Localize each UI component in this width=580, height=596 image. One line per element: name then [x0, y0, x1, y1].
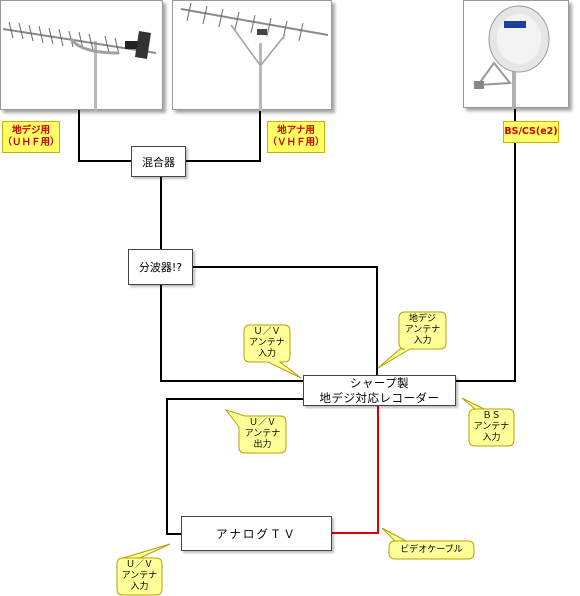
callout-uv-in-line2: アンテナ [249, 338, 285, 348]
callout-bs-in-line3: 入力 [482, 433, 501, 443]
callout-bs-in-line2: アンテナ [473, 422, 510, 432]
callout-tv-in-line3: 入力 [130, 582, 149, 592]
callout-uv-in: Ｕ／Ｖ アンテナ 入力 [244, 325, 290, 362]
wire-splitter-to-recorder-dtv [193, 266, 378, 375]
wire-uhf-to-mixer [78, 110, 131, 162]
callout-bs-in: ＢＳ アンテナ 入力 [469, 409, 514, 446]
splitter-label: 分波器!? [138, 261, 183, 274]
vhf-antenna-image [172, 0, 332, 111]
vhf-antenna-icon [180, 2, 329, 111]
callout-dtv-in: 地デジ アンテナ 入力 [399, 312, 446, 349]
callout-video-cable: ビデオケーブル [389, 541, 474, 559]
mixer-label: 混合器 [142, 155, 175, 169]
callout-uv-in-line3: 入力 [257, 349, 276, 359]
uhf-antenna-image [0, 0, 163, 111]
wire-vhf-to-mixer [186, 110, 261, 162]
callout-dtv-in-line3: 入力 [413, 336, 432, 346]
callout-uv-out-line1: Ｕ／Ｖ [248, 418, 276, 428]
callout-tv-in: Ｕ／Ｖ アンテナ 入力 [117, 558, 162, 595]
callout-uv-out-line3: 出力 [253, 440, 272, 450]
callout-tv-in-line1: Ｕ／Ｖ [125, 560, 153, 570]
bs-label: BS/CS(e2) [503, 121, 559, 143]
recorder-label-line1: シャープ製 [349, 375, 410, 390]
splitter-box: 分波器!? [128, 249, 193, 285]
uhf-label-line2: （ＵＨＦ用） [2, 137, 60, 148]
callout-uv-out: Ｕ／Ｖ アンテナ 出力 [239, 416, 286, 453]
callout-bs-in-line1: ＢＳ [482, 411, 501, 421]
tv-label: アナログＴＶ [216, 526, 297, 541]
wire-splitter-to-recorder-uv [160, 285, 303, 382]
wire-recorder-to-tv [166, 398, 303, 535]
callout-dtv-in-line2: アンテナ [404, 325, 441, 335]
callout-uv-in-line1: Ｕ／Ｖ [253, 327, 281, 337]
vhf-label-line2: （ＶＨＦ用） [267, 137, 325, 148]
vhf-label-line1: 地アナ用 [277, 125, 315, 136]
callout-video-cable-text: ビデオケーブル [400, 544, 463, 555]
recorder-box: シャープ製 地デジ対応レコーダー [303, 375, 456, 406]
callout-dtv-in-line1: 地デジ [408, 314, 436, 324]
bs-label-text: BS/CS(e2) [504, 126, 558, 137]
wire-bs-to-recorder [456, 108, 516, 382]
satellite-dish-icon [474, 5, 550, 109]
uhf-antenna-icon [2, 21, 157, 111]
callout-tv-in-line2: アンテナ [121, 571, 158, 581]
vhf-label: 地アナ用 （ＶＨＦ用） [267, 121, 325, 153]
uhf-label-line1: 地デジ用 [11, 125, 50, 136]
bs-dish-image [463, 0, 569, 109]
callout-uv-out-line2: アンテナ [244, 429, 281, 439]
wire-video-cable [332, 406, 379, 534]
recorder-label-line2: 地デジ対応レコーダー [319, 390, 440, 405]
mixer-box: 混合器 [131, 146, 186, 177]
uhf-label: 地デジ用 （ＵＨＦ用） [2, 121, 60, 153]
analog-tv-box: アナログＴＶ [181, 516, 332, 551]
